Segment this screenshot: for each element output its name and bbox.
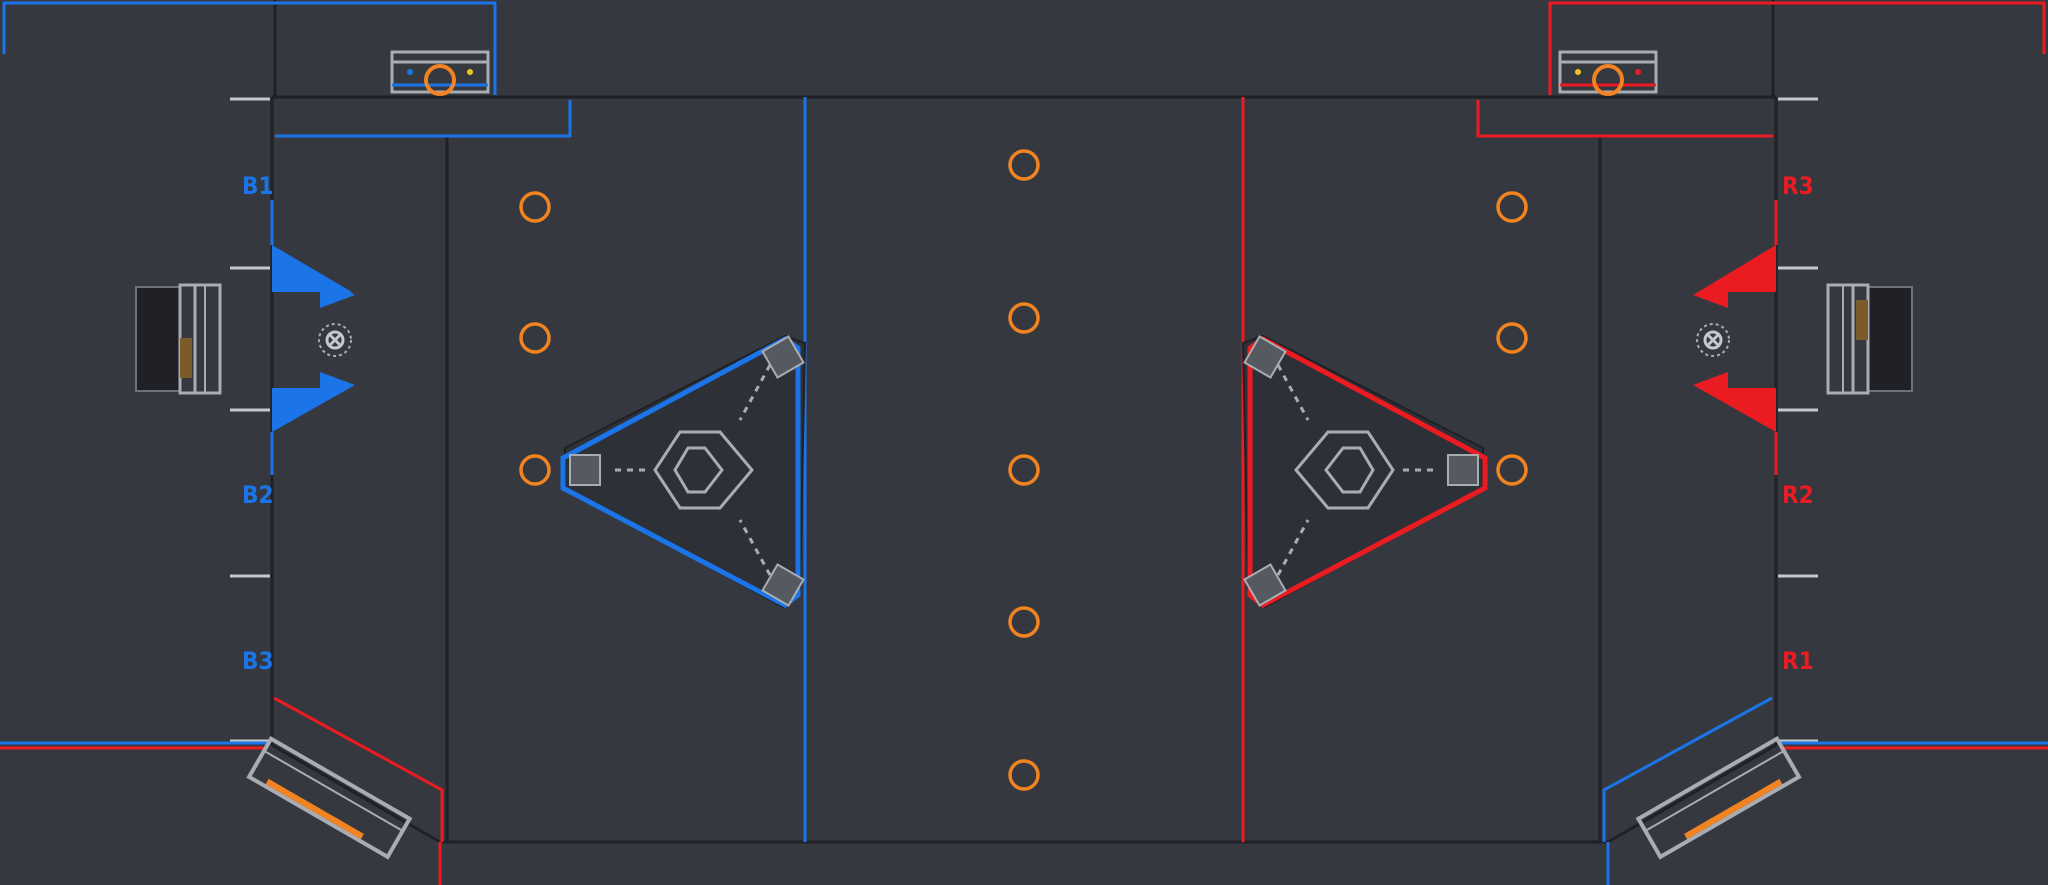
ring-icon — [519, 191, 551, 223]
blue-corner-wedges — [272, 245, 355, 432]
ring-icon — [519, 454, 551, 486]
blue-corner-ramp — [246, 736, 413, 860]
red-corner-ramp — [1635, 736, 1802, 860]
ring-icon — [1496, 191, 1528, 223]
station-label-b1: B1 — [242, 172, 273, 200]
ring-icon — [1008, 149, 1040, 181]
ring-icon — [1496, 322, 1528, 354]
ring-icon — [1008, 454, 1040, 486]
station-label-b2: B2 — [242, 481, 273, 509]
red-alliance-lines — [0, 1, 2048, 842]
wall-ticks — [230, 97, 1818, 743]
red-ladder-structure — [1241, 334, 1488, 609]
ring-dispenser-icon — [1558, 50, 1658, 96]
rings — [519, 149, 1528, 791]
ring-icon — [519, 322, 551, 354]
ring-icon — [1496, 454, 1528, 486]
ring-icon — [1008, 606, 1040, 638]
station-label-r2: R2 — [1782, 481, 1814, 509]
blue-ring-dispenser — [135, 283, 222, 395]
mobile-goal-icon — [1696, 323, 1730, 357]
mobile-goal-icon — [318, 323, 352, 357]
blue-ladder-structure — [560, 334, 807, 609]
ring-dispenser-icon — [390, 50, 490, 96]
blue-alliance-lines — [0, 1, 2048, 842]
station-label-r3: R3 — [1782, 172, 1814, 200]
ring-icon — [1008, 759, 1040, 791]
ring-icon — [1008, 302, 1040, 334]
red-ring-dispenser — [1826, 283, 1913, 395]
red-corner-wedges — [1693, 245, 1776, 432]
station-label-r1: R1 — [1782, 647, 1814, 675]
station-label-b3: B3 — [242, 647, 273, 675]
